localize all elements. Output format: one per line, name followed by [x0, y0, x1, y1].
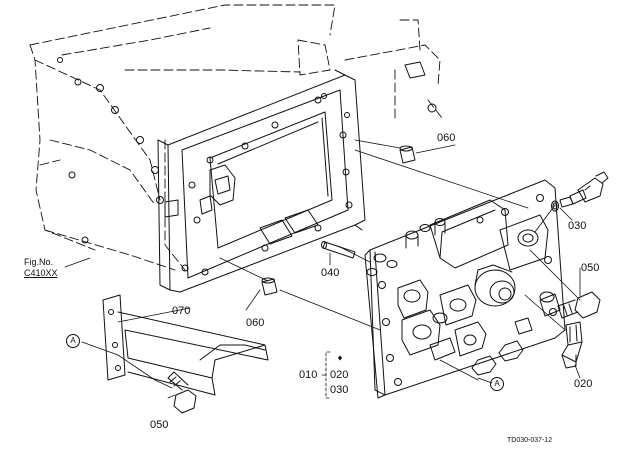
sensor-020	[561, 321, 583, 369]
transmission-housing	[157, 69, 366, 293]
transmission-case-phantom	[29, 4, 443, 271]
fig-no-label: Fig.No.	[24, 257, 54, 267]
fig-code-label: C410XX	[24, 268, 58, 278]
part-label-050-right: 050	[581, 262, 600, 274]
pin-040	[321, 241, 356, 259]
pin-060-upper	[399, 145, 416, 164]
sensor-030	[551, 171, 609, 212]
pin-060-lower	[261, 277, 278, 296]
part-label-020-group: 020	[330, 369, 349, 381]
part-label-010: 010	[299, 369, 318, 381]
reference-marker-a-right: A	[490, 377, 504, 391]
case-bosses	[57, 57, 437, 272]
part-label-060-lower: 060	[246, 317, 265, 329]
valve-assembly	[364, 179, 566, 399]
part-label-050-left: 050	[150, 419, 169, 431]
leader-lines	[64, 139, 581, 399]
part-label-020-right: 020	[574, 378, 593, 390]
part-label-070: 070	[172, 305, 191, 317]
part-label-030-group: 030	[330, 384, 349, 396]
part-label-030-right: 030	[568, 220, 587, 232]
bolt-050-left	[167, 371, 197, 414]
part-label-040: 040	[321, 267, 340, 279]
bracket-070	[102, 294, 269, 396]
drawing-code: TD030-037-12	[507, 437, 553, 444]
reference-marker-a-left: A	[66, 334, 80, 348]
part-label-060-upper: 060	[437, 132, 456, 144]
parts-group-bracket	[321, 351, 342, 399]
bolt-050-right	[557, 291, 601, 319]
